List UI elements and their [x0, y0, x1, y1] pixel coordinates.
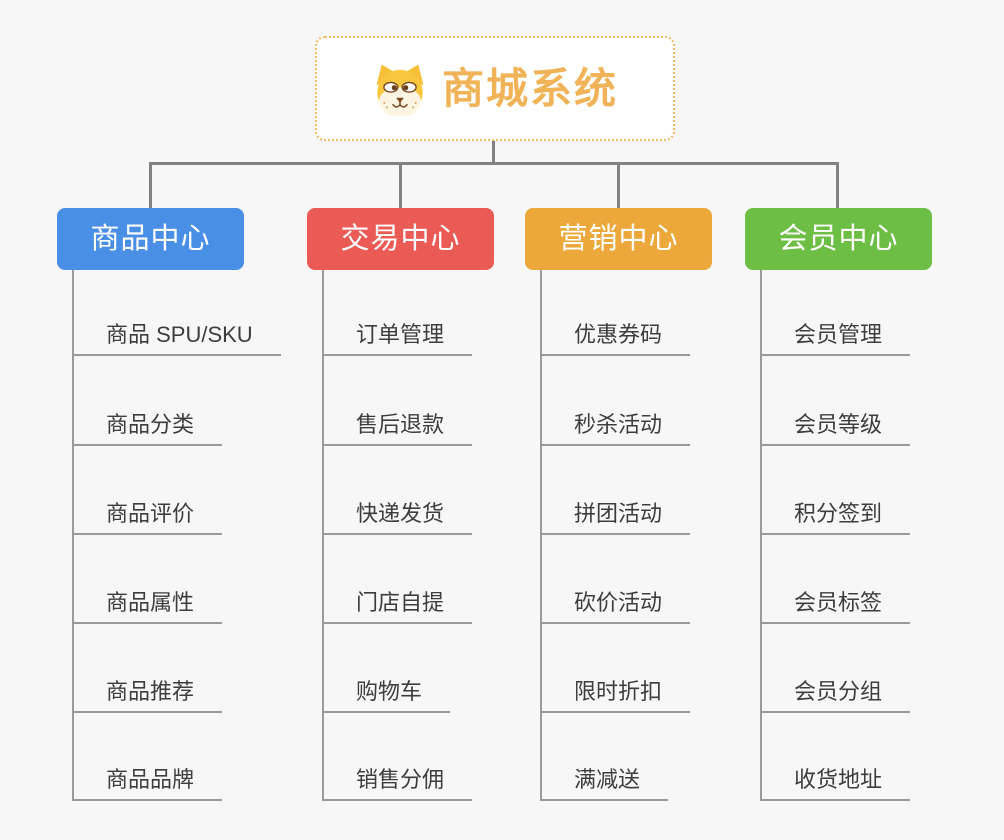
leaf-node[interactable]: 订单管理: [322, 316, 473, 356]
leaf-node[interactable]: 积分签到: [760, 495, 911, 535]
branch-trunk-line-1: [72, 270, 74, 801]
leaf-node[interactable]: 会员分组: [760, 673, 911, 713]
connector-drop-branch-3: [617, 162, 620, 208]
branch-label: 营销中心: [558, 222, 679, 255]
branch-trunk-line-2: [322, 270, 324, 801]
leaf-node[interactable]: 会员管理: [760, 316, 911, 356]
leaf-node[interactable]: 拼团活动: [540, 495, 691, 535]
leaf-node[interactable]: 售后退款: [322, 406, 473, 446]
leaf-node[interactable]: 优惠券码: [540, 316, 691, 356]
leaf-node[interactable]: 门店自提: [322, 584, 473, 624]
leaf-node[interactable]: 商品推荐: [72, 673, 223, 713]
connector-root-trunk: [492, 141, 495, 164]
leaf-node[interactable]: 限时折扣: [540, 673, 691, 713]
leaf-node[interactable]: 商品属性: [72, 584, 223, 624]
leaf-node[interactable]: 商品品牌: [72, 761, 223, 801]
branch-label: 会员中心: [778, 222, 899, 255]
leaf-node[interactable]: 商品评价: [72, 495, 223, 535]
branch-node-member-center[interactable]: 会员中心: [745, 208, 932, 270]
branch-label: 交易中心: [340, 222, 461, 255]
connector-drop-branch-4: [836, 162, 839, 208]
branch-trunk-line-3: [540, 270, 542, 801]
leaf-node[interactable]: 商品分类: [72, 406, 223, 446]
branch-label: 商品中心: [90, 222, 211, 255]
branch-node-trade-center[interactable]: 交易中心: [307, 208, 494, 270]
root-label: 商城系统: [441, 64, 618, 112]
branch-trunk-line-4: [760, 270, 762, 801]
connector-horizontal-bar: [149, 162, 838, 165]
leaf-node[interactable]: 收货地址: [760, 761, 911, 801]
branch-node-product-center[interactable]: 商品中心: [57, 208, 244, 270]
leaf-node[interactable]: 销售分佣: [322, 761, 473, 801]
branch-node-marketing-center[interactable]: 营销中心: [525, 208, 712, 270]
dog-face-icon: [376, 64, 424, 116]
connector-drop-branch-1: [149, 162, 152, 208]
leaf-node[interactable]: 砍价活动: [540, 584, 691, 624]
leaf-node[interactable]: 秒杀活动: [540, 406, 691, 446]
leaf-node[interactable]: 满减送: [540, 761, 669, 801]
leaf-node[interactable]: 快递发货: [322, 495, 473, 535]
leaf-node[interactable]: 购物车: [322, 673, 451, 713]
leaf-node[interactable]: 会员标签: [760, 584, 911, 624]
leaf-node[interactable]: 商品 SPU/SKU: [72, 316, 281, 356]
leaf-node[interactable]: 会员等级: [760, 406, 911, 446]
root-node[interactable]: 商城系统: [315, 36, 675, 141]
connector-drop-branch-2: [399, 162, 402, 208]
